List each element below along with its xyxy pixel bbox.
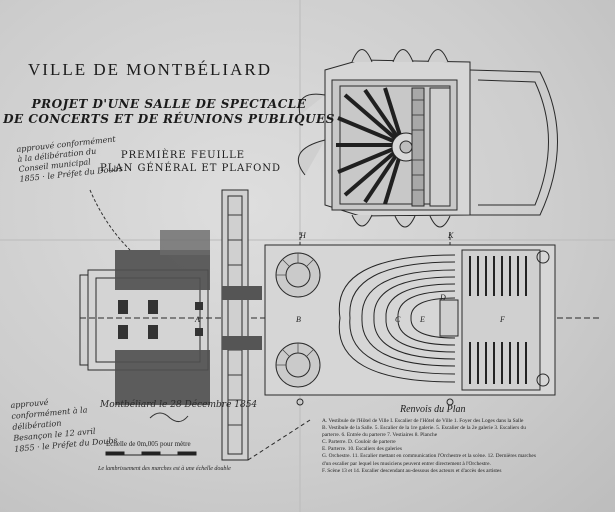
theatre-plan — [264, 230, 556, 406]
footer-note: Le lambrissement des marches est à une é… — [98, 466, 231, 472]
approval-note-bottom: approuvé conformément à la délibération … — [10, 391, 118, 455]
sheet-number: PREMIÈRE FEUILLE — [120, 150, 246, 161]
marker-f: F — [499, 315, 505, 324]
project-title-line1: PROJET D'UNE SALLE DE SPECTACLE — [31, 97, 307, 111]
corridor — [221, 189, 311, 461]
left-building — [79, 230, 600, 405]
plan-subtitle: PLAN GÉNÉRAL ET PLAFOND — [100, 163, 282, 174]
marker-b: B — [296, 315, 301, 324]
legend-row: F. Scène 13 et 14. Escalier descendant a… — [322, 467, 502, 474]
signature-flourish — [149, 412, 189, 422]
drawing-date: Montbéliard le 28 Décembre 1854 — [100, 400, 258, 410]
marker-a: A — [194, 315, 200, 324]
legend-row: E. Parterre. 10. Escaliers des galeries — [322, 446, 402, 453]
legend: A. Vestibule de l'Hôtel de Ville I. Esca… — [322, 418, 614, 475]
project-title-line2: DE CONCERTS ET DE RÉUNIONS PUBLIQUES — [3, 112, 335, 126]
legend-row: parterre. 6. Entrée du parterre 7. Vesti… — [322, 432, 438, 439]
city-title: VILLE DE MONTBÉLIARD — [28, 60, 272, 79]
legend-row: B. Vestibule de la Salle. 5. Escalier de… — [322, 425, 526, 432]
legend-row: G. Orchestre. 11. Escalier mettant en co… — [322, 453, 536, 460]
marker-h: H — [299, 231, 307, 240]
scale-bar — [105, 451, 197, 456]
legend-row: A. Vestibule de l'Hôtel de Ville I. Esca… — [322, 418, 524, 424]
marker-c: C — [395, 315, 401, 324]
marker-d: D — [439, 293, 446, 302]
legend-row: d'un escalier par lequel les musiciens p… — [322, 460, 491, 467]
marker-k: K — [447, 231, 454, 240]
legend-title: Renvois du Plan — [400, 404, 466, 415]
scale-label: Echelle de 0m,005 pour mètre — [106, 440, 191, 448]
ceiling-plan — [297, 49, 558, 228]
marker-e: E — [419, 315, 425, 324]
legend-row: C. Parterre. D. Couloir de parterre — [322, 439, 396, 446]
